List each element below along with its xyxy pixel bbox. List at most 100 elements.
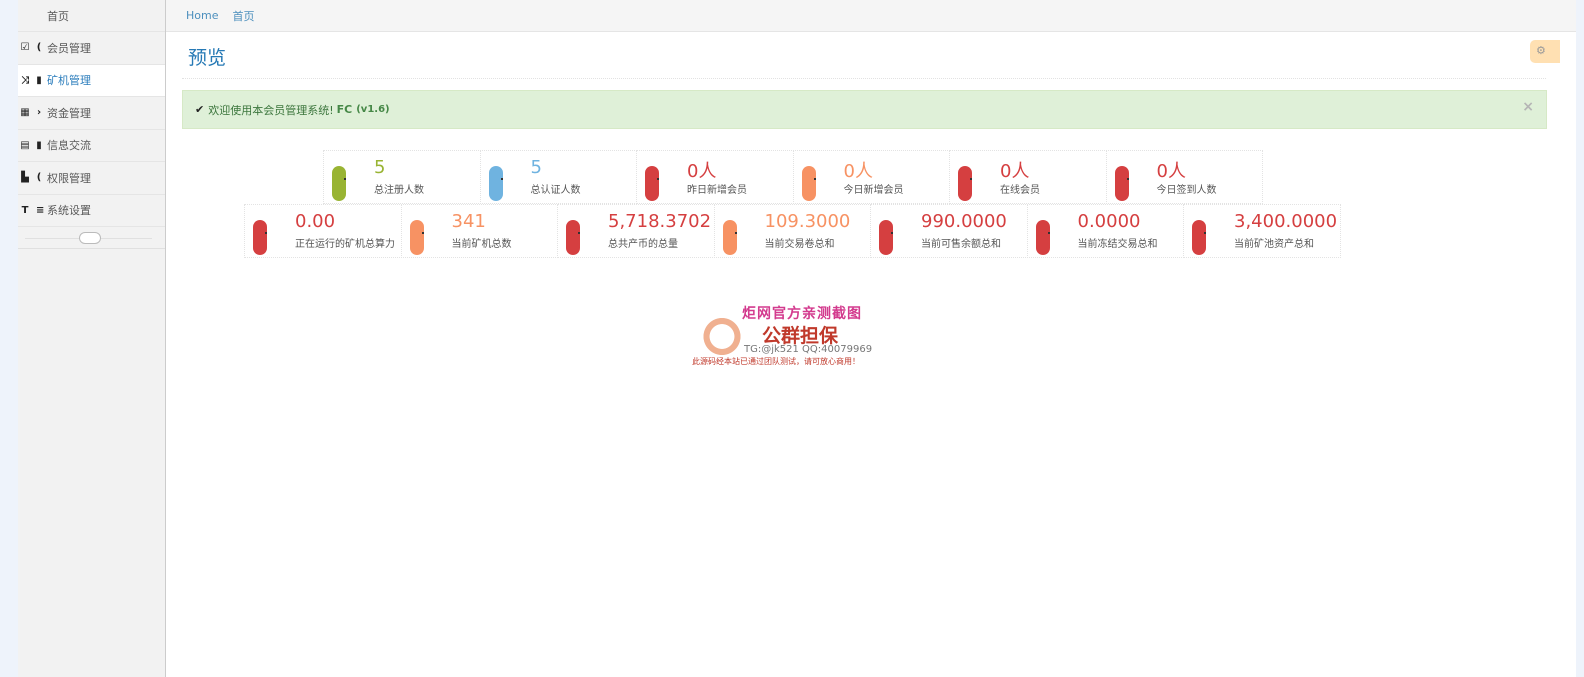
sidebar-item-miners[interactable]: ⤨ ▮ 矿机管理 — [18, 64, 165, 97]
stat-label: 今日新增会员 — [843, 185, 904, 196]
sidebar-item-label: 会员管理 — [47, 41, 91, 55]
stat-box: 990.0000 当前可售余额总和 — [870, 204, 1028, 258]
sidebar-item-settings[interactable]: T ≡ 系统设置 — [18, 195, 165, 227]
list-icon: ▤ — [20, 139, 30, 151]
stat-value: 990.0000 — [921, 211, 1007, 232]
alert-brand: FC — [336, 103, 353, 116]
sidebar-item-funds[interactable]: ▦ › 资金管理 — [18, 97, 165, 130]
sidebar-item-permissions[interactable]: ▙ ( 权限管理 — [18, 162, 165, 195]
menu-glyph-icon: ( — [36, 42, 42, 54]
right-edge-strip — [1576, 0, 1584, 677]
stat-value: 341 — [451, 211, 486, 232]
stat-indicator-icon — [409, 220, 424, 255]
menu-glyph-icon: ▮ — [36, 74, 42, 86]
settings-button[interactable]: ⚙ — [1530, 40, 1560, 63]
stat-label: 在线会员 — [1000, 185, 1040, 196]
sidebar-item-home[interactable]: 首页 — [18, 0, 165, 32]
stat-box: 5 总认证人数 — [479, 150, 637, 204]
stat-value: 109.3000 — [764, 211, 851, 232]
sidebar: 首页 ☑ ( 会员管理 ⤨ ▮ 矿机管理 ▦ › 资金管理 ▤ ▮ 信息交流 ▙… — [18, 0, 166, 677]
gear-icon: ⚙ — [1536, 44, 1546, 57]
stat-value: 0人 — [1156, 161, 1186, 182]
stat-label: 总注册人数 — [374, 185, 424, 196]
main-content: Home 首页 预览 ⚙ ✔ 欢迎使用本会员管理系统! FC (v1.6) × … — [166, 0, 1576, 677]
stat-label: 今日签到人数 — [1156, 185, 1217, 196]
menu-glyph-icon: ▮ — [36, 139, 42, 151]
stat-value: 0.0000 — [1077, 211, 1141, 232]
left-edge-strip — [0, 0, 18, 677]
random-icon: ⤨ — [21, 74, 29, 86]
text-icon: T — [21, 204, 29, 216]
sidebar-item-label: 首页 — [47, 9, 69, 23]
stat-label: 昨日新增会员 — [687, 185, 747, 196]
stat-indicator-icon — [801, 166, 816, 201]
stat-label: 正在运行的矿机总算力 — [295, 239, 395, 250]
stat-box: 0.0000 当前冻结交易总和 — [1026, 204, 1184, 258]
stat-value: 0.00 — [295, 211, 336, 232]
stat-label: 总认证人数 — [530, 185, 581, 196]
stat-label: 当前矿机总数 — [451, 239, 512, 250]
stat-indicator-icon — [488, 166, 503, 201]
sidebar-item-messages[interactable]: ▤ ▮ 信息交流 — [18, 130, 165, 162]
file-icon: ▙ — [21, 172, 29, 184]
close-icon[interactable]: × — [1522, 99, 1534, 115]
stat-indicator-icon — [958, 166, 972, 201]
calendar-icon: ▦ — [20, 107, 30, 119]
stat-label: 当前交易卷总和 — [764, 239, 835, 250]
menu-glyph-icon: ( — [36, 172, 42, 184]
page-header: 预览 — [182, 33, 1546, 79]
stat-box: 0.00 正在运行的矿机总算力 — [244, 204, 402, 258]
stat-label: 当前矿池资产总和 — [1234, 239, 1314, 250]
stat-value: 0人 — [687, 161, 717, 182]
stat-indicator-icon — [1114, 166, 1129, 201]
watermark-image: 炬网官方亲测截图 公群担保 TG:@jk521 QQ:40079969 此源码经… — [692, 303, 888, 369]
stat-indicator-icon — [1035, 220, 1050, 255]
edit-icon: ☑ — [20, 42, 30, 54]
sidebar-item-label: 信息交流 — [47, 139, 91, 153]
stat-label: 当前冻结交易总和 — [1077, 239, 1158, 250]
stat-value: 5 — [530, 157, 542, 178]
stat-box: 109.3000 当前交易卷总和 — [713, 204, 871, 258]
stat-indicator-icon — [253, 220, 267, 255]
stat-indicator-icon — [879, 220, 893, 255]
check-icon: ✔ — [195, 103, 205, 116]
sidebar-collapse-toggle[interactable] — [18, 227, 165, 249]
menu-glyph-icon: ≡ — [36, 204, 45, 216]
watermark-line1: 炬网官方亲测截图 — [742, 306, 862, 322]
stat-value: 0人 — [843, 161, 873, 182]
stat-indicator-icon — [645, 166, 659, 201]
stat-indicator-icon — [332, 166, 346, 201]
welcome-alert: ✔ 欢迎使用本会员管理系统! FC (v1.6) × — [182, 90, 1547, 129]
breadcrumb: Home 首页 — [166, 0, 1576, 32]
flame-logo-icon — [692, 309, 742, 359]
alert-message: 欢迎使用本会员管理系统! — [208, 103, 334, 117]
watermark-line2: 公群担保 — [762, 325, 839, 347]
stat-label: 当前可售余额总和 — [921, 239, 1001, 250]
breadcrumb-home-link[interactable]: Home — [186, 9, 219, 22]
stat-box: 5 总注册人数 — [323, 150, 481, 204]
stat-box: 0人今日签到人数 — [1105, 150, 1263, 204]
watermark-line3: TG:@jk521 QQ:40079969 — [744, 344, 873, 355]
breadcrumb-current-link[interactable]: 首页 — [232, 9, 255, 23]
collapse-handle-icon[interactable] — [79, 232, 101, 244]
stat-box: 0人昨日新增会员 — [636, 150, 794, 204]
stat-label: 总共产币的总量 — [608, 239, 678, 250]
watermark-line4: 此源码经本站已通过团队测试，请可放心商用！ — [692, 357, 860, 366]
stat-indicator-icon — [1192, 220, 1206, 255]
sidebar-item-label: 系统设置 — [47, 204, 91, 218]
page-title: 预览 — [188, 47, 227, 69]
sidebar-item-members[interactable]: ☑ ( 会员管理 — [18, 32, 165, 65]
stat-value: 5 — [374, 157, 386, 178]
stat-value: 0人 — [1000, 161, 1030, 182]
menu-glyph-icon: › — [36, 107, 42, 119]
stat-indicator-icon — [722, 220, 737, 255]
sidebar-item-label: 权限管理 — [47, 171, 91, 185]
sidebar-item-label: 矿机管理 — [47, 74, 91, 88]
stat-box: 0人在线会员 — [949, 150, 1107, 204]
stat-box: 0人今日新增会员 — [792, 150, 950, 204]
alert-version: (v1.6) — [356, 104, 390, 115]
